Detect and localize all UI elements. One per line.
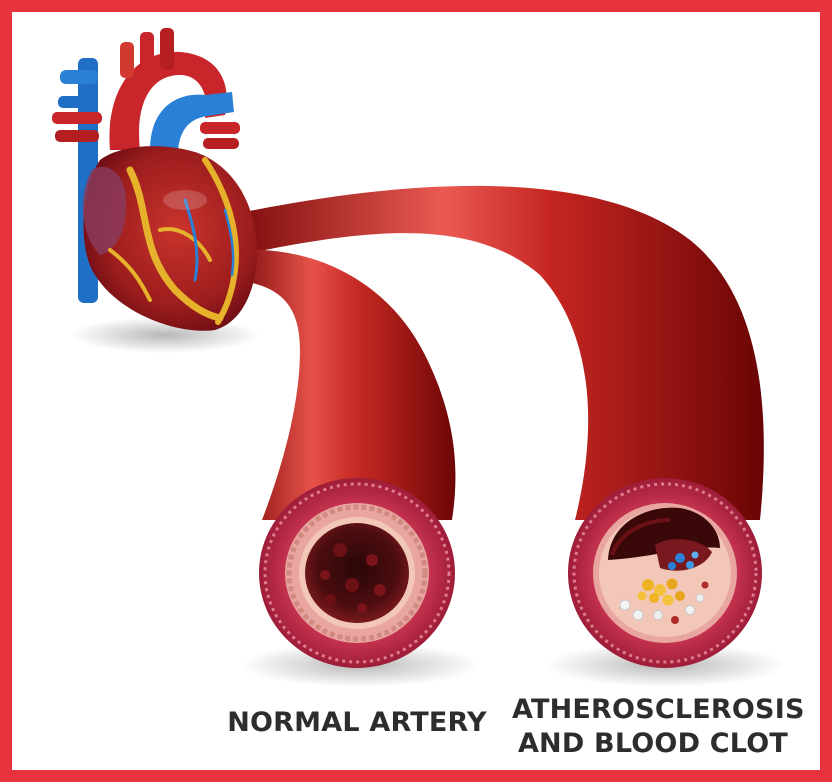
heart-icon bbox=[52, 28, 257, 331]
atherosclerosis-label: ATHEROSCLEROSIS AND BLOOD CLOT bbox=[512, 693, 794, 761]
normal-artery-cross-section bbox=[259, 478, 455, 668]
atherosclerosis-label-line1: ATHEROSCLEROSIS bbox=[512, 693, 794, 727]
normal-artery-label: NORMAL ARTERY bbox=[218, 707, 496, 739]
atherosclerosis-cross-section bbox=[568, 478, 762, 668]
atherosclerosis-label-line2: AND BLOOD CLOT bbox=[512, 727, 794, 761]
